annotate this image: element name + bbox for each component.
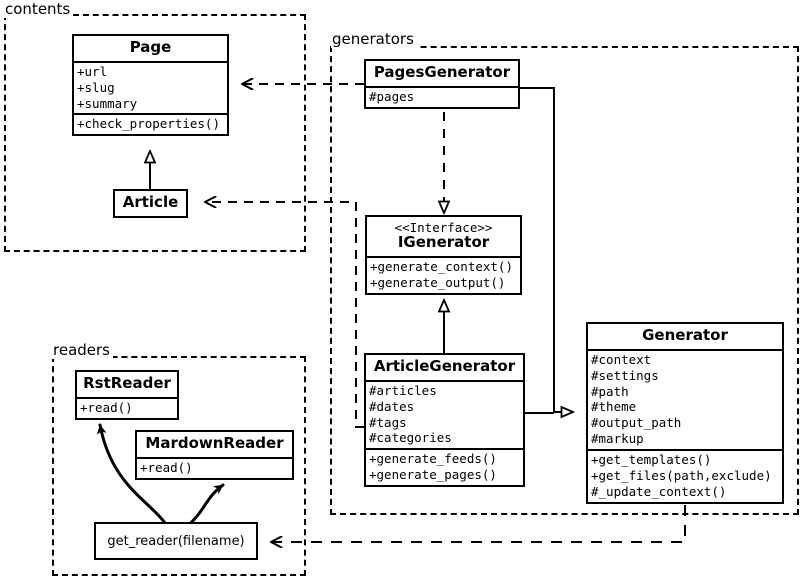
method: +get_templates() [591,452,712,467]
class-rstreader-title: RstReader [83,374,171,392]
function-get-reader-label: get_reader(filename) [107,533,245,549]
class-pagesgenerator-attributes: #pages [366,85,518,107]
class-igenerator-stereotype: <<Interface>> [394,220,493,235]
class-pagesgenerator[interactable]: PagesGenerator #pages [364,59,520,109]
class-page-attributes: +url +slug +summary [74,60,227,114]
method: +generate_feeds() [369,451,497,467]
method: +generate_output() [370,275,506,290]
class-igenerator[interactable]: <<Interface>> IGenerator +generate_conte… [365,215,522,295]
class-mardownreader-title: MardownReader [145,434,284,452]
package-generators-label: generators [331,30,417,48]
class-page-methods: +check_properties() [74,113,227,134]
method: +generate_context() [370,259,513,275]
attribute: #settings [591,367,659,383]
method: #_update_context() [591,483,727,499]
class-generator-methods: +get_templates() +get_files(path,exclude… [588,449,782,502]
method: +read() [80,399,133,415]
package-contents-label: contents [4,0,74,18]
attribute: #path [591,383,629,399]
class-page[interactable]: Page +url +slug +summary +check_properti… [72,34,229,137]
attribute: +slug [77,79,115,95]
method: +check_properties() [77,116,220,132]
attribute: +summary [77,95,138,111]
class-articlegenerator-title: ArticleGenerator [373,357,516,375]
attribute: #pages [369,88,415,104]
attribute: #theme [591,399,637,415]
attribute: #dates [369,398,415,414]
attribute: +url [77,63,108,79]
class-article-title: Article [122,193,179,211]
class-mardownreader[interactable]: MardownReader +read() [135,430,294,480]
method: +generate_pages() [369,467,497,483]
class-articlegenerator-methods: +generate_feeds() +generate_pages() [366,448,523,485]
method: +get_files(path,exclude) [591,467,772,483]
class-igenerator-title: <<Interface>> IGenerator [367,217,520,256]
class-generator[interactable]: Generator #context #settings #path #them… [586,322,784,504]
class-igenerator-methods: +generate_context() +generate_output() [367,256,520,293]
class-rstreader[interactable]: RstReader +read() [75,370,179,420]
attribute: #output_path [591,415,682,431]
class-generator-attributes: #context #settings #path #theme #output_… [588,348,782,449]
attribute: #articles [369,382,437,398]
class-pagesgenerator-title: PagesGenerator [373,63,511,81]
attribute: #markup [591,431,644,447]
package-contents [4,14,306,252]
class-rstreader-methods: +read() [77,396,177,418]
attribute: #tags [369,414,407,430]
class-article[interactable]: Article [113,189,188,218]
class-mardownreader-methods: +read() [137,456,292,478]
function-get-reader[interactable]: get_reader(filename) [94,522,258,560]
class-articlegenerator-attributes: #articles #dates #tags #categories [366,379,523,449]
attribute: #categories [369,430,452,446]
method: +read() [140,459,193,475]
class-igenerator-name: IGenerator [397,233,490,252]
package-readers [52,356,306,576]
package-readers-label: readers [52,341,113,359]
class-generator-title: Generator [642,326,728,344]
class-articlegenerator[interactable]: ArticleGenerator #articles #dates #tags … [364,353,525,487]
class-page-title: Page [129,38,172,56]
attribute: #context [591,351,652,367]
